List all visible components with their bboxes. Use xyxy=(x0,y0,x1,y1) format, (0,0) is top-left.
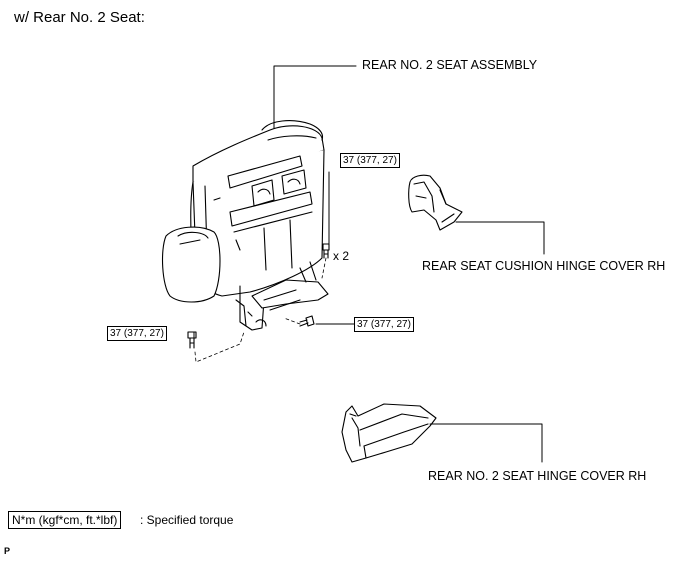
dashed-guide-lines xyxy=(194,257,327,363)
bolt-left-icon xyxy=(187,331,197,349)
bolt-upper-icon xyxy=(322,243,330,259)
seat-assembly-label: REAR NO. 2 SEAT ASSEMBLY xyxy=(362,58,538,72)
page-heading: w/ Rear No. 2 Seat: xyxy=(14,9,145,26)
legend-description: : Specified torque xyxy=(140,513,234,527)
seat-hinge-cover-drawing xyxy=(341,403,437,463)
illustration-code: P xyxy=(4,546,11,556)
leader-lines xyxy=(193,65,545,463)
torque-box-right: 37 (377, 27) xyxy=(354,317,414,332)
seat-hinge-cover-label: REAR NO. 2 SEAT HINGE COVER RH xyxy=(428,469,647,483)
bolt-quantity: x 2 xyxy=(333,249,350,263)
seat-assembly-drawing xyxy=(162,120,329,331)
legend-unit-box: N*m (kgf*cm, ft.*lbf) xyxy=(8,511,122,529)
torque-box-upper: 37 (377, 27) xyxy=(340,153,400,168)
cushion-hinge-cover-drawing xyxy=(408,174,463,231)
cushion-hinge-cover-label: REAR SEAT CUSHION HINGE COVER RH xyxy=(422,259,666,273)
torque-box-left: 37 (377, 27) xyxy=(107,326,167,341)
bolt-right-icon xyxy=(299,315,315,327)
